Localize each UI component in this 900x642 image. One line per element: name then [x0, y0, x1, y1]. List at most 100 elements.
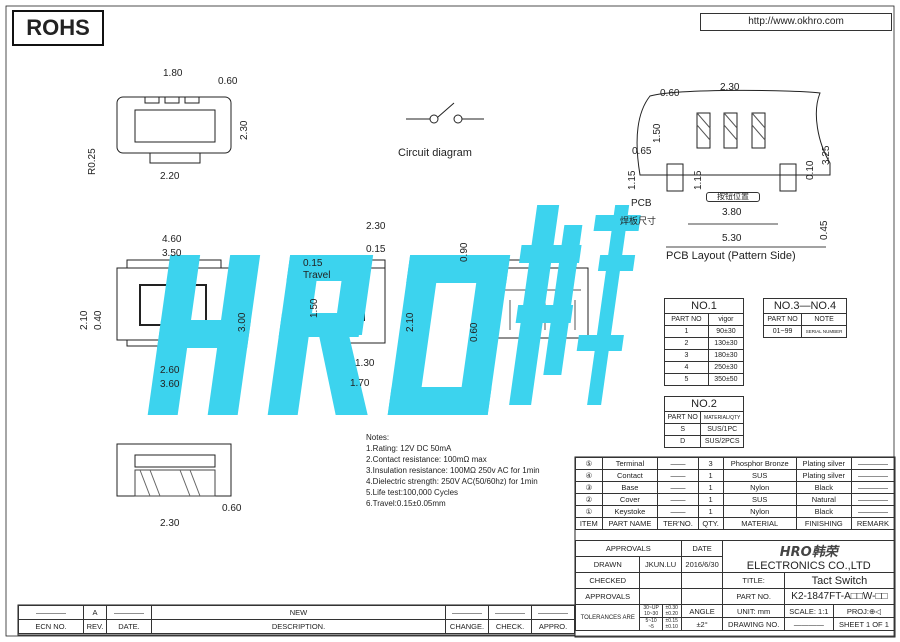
cell: Cover — [601, 493, 659, 506]
cell: DRAWING NO. — [722, 617, 785, 631]
cell: 90±30 — [707, 325, 745, 338]
header: REV. — [83, 619, 107, 634]
cell: 1 — [697, 469, 724, 482]
header: PART NO — [664, 313, 709, 326]
note-line: 3.Insulation resistance: 100MΩ 250v AC f… — [366, 466, 540, 475]
cell: Black — [795, 505, 852, 518]
header: TER'NO. — [657, 517, 699, 530]
cell: Plating silver — [795, 457, 852, 470]
cell: ———— — [850, 481, 896, 494]
cell: 2016/6/30 — [680, 556, 724, 573]
cell: Contact — [601, 469, 659, 482]
pcb-dim: 1.15 — [693, 170, 704, 190]
header: CHECK. — [488, 619, 532, 634]
cell: ±0.10 — [665, 624, 678, 630]
note-line: 5.Life test:100,000 Cycles — [366, 488, 459, 497]
cell: CHECKED — [574, 572, 641, 589]
cell: ±0.30 — [665, 605, 678, 611]
cell: ———— — [18, 605, 84, 620]
pcb-dim: 1.50 — [652, 123, 663, 143]
cell: 130±30 — [707, 337, 745, 350]
pcb-dim: 5.30 — [722, 233, 742, 244]
cell: ———— — [850, 457, 896, 470]
cell: ③ — [575, 481, 603, 494]
cell: SUS — [722, 469, 797, 482]
cell: Terminal — [601, 457, 659, 470]
dim-label: 3.60 — [160, 379, 180, 390]
cell: ① — [575, 505, 603, 518]
cell: —— — [657, 457, 699, 470]
top-view — [116, 96, 232, 164]
dim-label: 0.15 — [303, 258, 323, 269]
header: ECN NO. — [18, 619, 84, 634]
header: DESCRIPTION. — [151, 619, 446, 634]
cell: Plating silver — [795, 469, 852, 482]
pcb-dim: 0.60 — [660, 88, 680, 99]
drawing-title: Tact Switch — [783, 572, 896, 589]
cell: ANGLE — [680, 604, 724, 618]
cell: Keystoke — [601, 505, 659, 518]
cell: 1 — [664, 325, 709, 338]
cell: 3 — [697, 457, 724, 470]
dim-label: 1.50 — [309, 298, 320, 318]
cell: A — [83, 605, 107, 620]
dim-label: 2.10 — [79, 310, 90, 330]
header: PART NO — [762, 313, 803, 326]
cell: 1 — [697, 481, 724, 494]
note-line: 4.Dielectric strength: 250V AC(50/60hz) … — [366, 477, 538, 486]
dim-label: R0.25 — [87, 148, 98, 175]
cell: 5~10 — [645, 618, 657, 624]
header: QTY. — [697, 517, 724, 530]
table-title: NO.1 — [664, 298, 744, 314]
cell: Nylon — [722, 481, 797, 494]
cell: 250±30 — [707, 361, 745, 374]
projection-symbol-icon: ⊕◁ — [868, 606, 882, 616]
dim-label: 2.30 — [160, 518, 180, 529]
cell: ±0.20 — [665, 611, 678, 617]
cell: 2 — [664, 337, 709, 350]
cell: PROJ: — [846, 606, 869, 616]
pcb-dim: 0.45 — [819, 220, 830, 240]
note-line: 2.Contact resistance: 100mΩ max — [366, 455, 487, 464]
company-logo: HRO韩荣 — [779, 545, 838, 560]
cell: 10~30 — [644, 611, 659, 617]
dim-label: 2.20 — [160, 171, 180, 182]
dim-label: 1.30 — [355, 358, 375, 369]
side-view — [344, 259, 386, 344]
header: DATE. — [106, 619, 152, 634]
dim-label: 4.60 — [162, 234, 182, 245]
cell: DRAWN — [574, 556, 641, 573]
cell: 3 — [664, 349, 709, 362]
cell: SUS/1PC — [700, 423, 744, 436]
dim-label: 2.30 — [239, 120, 250, 140]
cell: ±0.15 — [665, 618, 678, 624]
cell: 30~UP — [643, 605, 659, 611]
header: PART NO — [663, 411, 702, 424]
bottom-view — [116, 443, 232, 497]
notes: Notes: 1.Rating: 12V DC 50mA 2.Contact r… — [366, 432, 540, 509]
header: APPRO. — [531, 619, 575, 634]
pcb-layout — [636, 89, 831, 248]
cell: S — [663, 423, 702, 436]
dim-label: 0.40 — [93, 310, 104, 330]
header: vigor — [707, 313, 745, 326]
circuit-symbol — [406, 102, 484, 124]
pcb-dim: 2.30 — [720, 82, 740, 93]
table-title: NO.2 — [664, 396, 744, 412]
cell: JKUN.LU — [639, 556, 682, 573]
pcb-dim: PCB — [631, 198, 652, 209]
header: MATERIAL — [722, 517, 797, 530]
note-line: Notes: — [366, 433, 390, 442]
cell: 4 — [664, 361, 709, 374]
cell: Nylon — [722, 505, 797, 518]
cell: NEW — [151, 605, 446, 620]
cell: SCALE: 1:1 — [783, 604, 834, 618]
